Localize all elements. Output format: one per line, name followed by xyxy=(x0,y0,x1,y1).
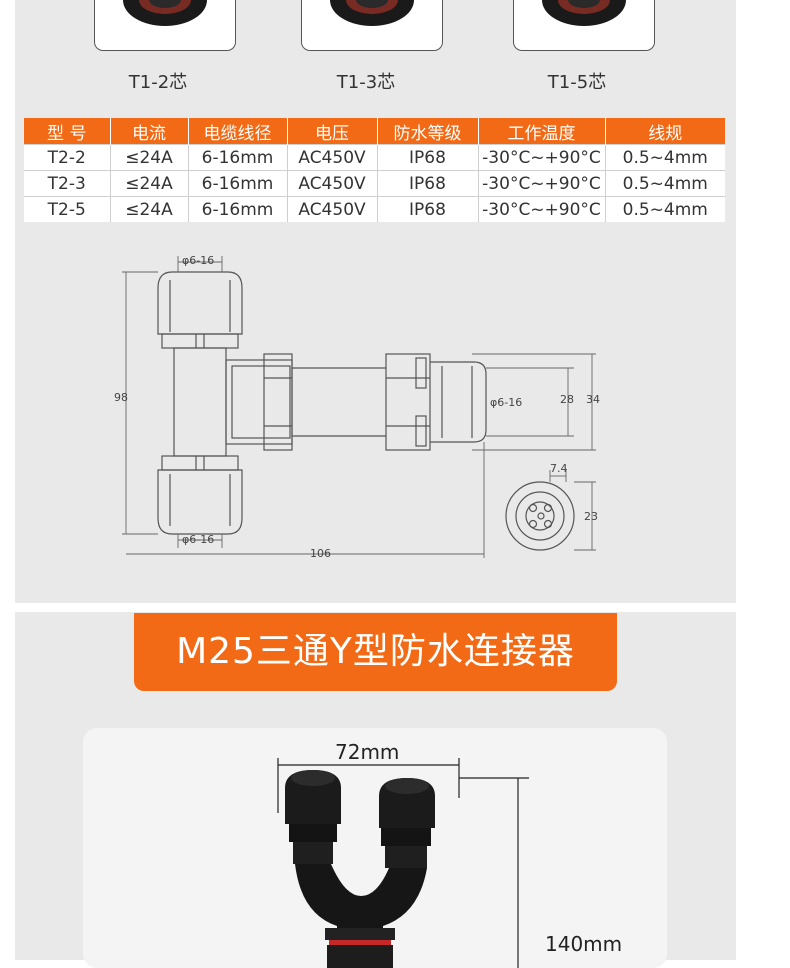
dim-pin: 7.4 xyxy=(550,462,568,475)
height-label: 140mm xyxy=(545,932,623,956)
table-row: T2-3 ≤24A 6-16mm AC450V IP68 -30°C~+90°C… xyxy=(24,170,725,197)
table-cell: T2-3 xyxy=(24,170,110,197)
header-model: 型 号 xyxy=(24,118,110,145)
table-cell: AC450V xyxy=(286,144,377,171)
header-temperature: 工作温度 xyxy=(477,118,605,145)
header-current: 电流 xyxy=(109,118,188,145)
table-cell: 0.5~4mm xyxy=(604,144,725,171)
table-cell: ≤24A xyxy=(109,170,188,197)
header-wire-gauge: 线规 xyxy=(604,118,725,145)
table-cell: 0.5~4mm xyxy=(604,170,725,197)
table-cell: -30°C~+90°C xyxy=(477,196,605,222)
dim-length: 106 xyxy=(310,547,331,560)
product-thumb-t1-3 xyxy=(301,0,443,51)
header-cable-diameter: 电缆线径 xyxy=(187,118,287,145)
table-cell: -30°C~+90°C xyxy=(477,144,605,171)
table-cell: IP68 xyxy=(376,170,478,197)
table-cell: T2-5 xyxy=(24,196,110,222)
header-voltage: 电压 xyxy=(286,118,377,145)
table-row: T2-2 ≤24A 6-16mm AC450V IP68 -30°C~+90°C… xyxy=(24,144,725,171)
table-cell: T2-2 xyxy=(24,144,110,171)
table-cell: ≤24A xyxy=(109,144,188,171)
dim-bottom-cable: φ6-16 xyxy=(182,533,214,546)
product-thumb-t1-2 xyxy=(94,0,236,51)
table-cell: ≤24A xyxy=(109,196,188,222)
product-label: T1-2芯 xyxy=(128,72,188,93)
table-cell: AC450V xyxy=(286,196,377,222)
dim-height: 98 xyxy=(114,391,128,404)
dim-top-cable: φ6-16 xyxy=(182,254,214,267)
table-cell: 6-16mm xyxy=(187,196,287,222)
table-cell: IP68 xyxy=(376,144,478,171)
spec-table: 型 号 电流 电缆线径 电压 防水等级 工作温度 线规 T2-2 ≤24A 6-… xyxy=(24,118,725,222)
product-thumb-t1-5 xyxy=(513,0,655,51)
table-cell: 0.5~4mm xyxy=(604,196,725,222)
table-cell: 6-16mm xyxy=(187,170,287,197)
table-cell: AC450V xyxy=(286,170,377,197)
y-connector-illustration xyxy=(277,758,529,968)
dim-side-cable: φ6-16 xyxy=(490,396,522,409)
dim-inner: 28 xyxy=(560,393,574,406)
dim-face: 23 xyxy=(584,510,598,523)
dim-outer: 34 xyxy=(586,393,600,406)
product-photo: 72mm 140mm xyxy=(83,728,667,968)
table-row: T2-5 ≤24A 6-16mm AC450V IP68 -30°C~+90°C… xyxy=(24,196,725,222)
table-cell: IP68 xyxy=(376,196,478,222)
table-header-row: 型 号 电流 电缆线径 电压 防水等级 工作温度 线规 xyxy=(24,118,725,145)
product-label: T1-5芯 xyxy=(547,72,607,93)
table-cell: 6-16mm xyxy=(187,144,287,171)
section-title: M25三通Y型防水连接器 xyxy=(134,613,617,691)
table-cell: -30°C~+90°C xyxy=(477,170,605,197)
header-ip-rating: 防水等级 xyxy=(376,118,478,145)
width-label: 72mm xyxy=(335,740,400,764)
technical-drawing: φ6-16 φ6-16 98 106 φ6-16 28 34 7.4 23 xyxy=(114,254,600,560)
product-label: T1-3芯 xyxy=(336,72,396,93)
spec-panel xyxy=(15,0,736,603)
